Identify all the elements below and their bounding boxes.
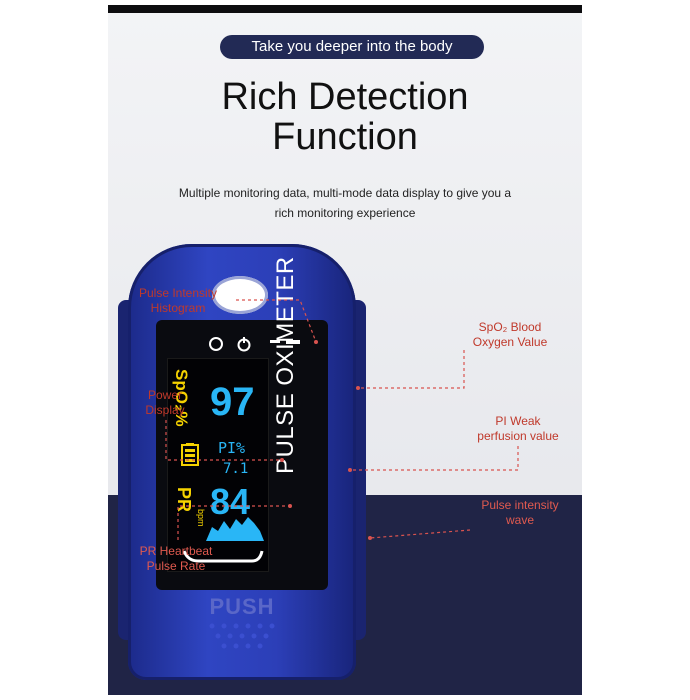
pulse-wave	[206, 517, 264, 541]
battery-icon	[181, 443, 199, 466]
label-line: Oxygen Value	[472, 335, 548, 349]
subtitle: Multiple monitoring data, multi-mode dat…	[148, 183, 542, 223]
subtitle-line-1: Multiple monitoring data, multi-mode dat…	[178, 186, 512, 200]
pi-value: 7.1	[223, 461, 248, 477]
label-line: Histogram	[150, 301, 206, 315]
spo2-label: SpO₂%	[172, 369, 191, 427]
svg-text:SpO₂%: SpO₂%	[172, 369, 191, 427]
oled-screen: SpO₂% 97 PI% 7.1 PR bpm 84	[167, 358, 269, 572]
page-title: Rich Detection Function	[108, 77, 582, 157]
lanyard-hole	[212, 276, 268, 314]
label-line: SpO₂ Blood	[478, 320, 542, 334]
label-pulse-histogram: Pulse Intensity Histogram	[120, 286, 236, 316]
button-grip-dots	[209, 623, 275, 649]
label-spo2: SpO₂ Blood Oxygen Value	[452, 320, 568, 350]
label-line: PI Weak	[495, 414, 541, 428]
label-line: Display	[145, 403, 185, 417]
label-line: Pulse Rate	[146, 559, 206, 573]
title-line-1: Rich Detection	[221, 76, 469, 118]
label-line: wave	[505, 513, 534, 527]
label-pi: PI Weak perfusion value	[460, 414, 576, 444]
push-button[interactable]: PUSH	[209, 594, 275, 619]
label-line: PR Heartbeat	[139, 544, 213, 558]
indicator-icons	[209, 337, 300, 352]
subtitle-line-2: rich monitoring experience	[274, 206, 416, 220]
label-line: Power	[147, 388, 182, 402]
pulse-histogram	[182, 550, 264, 563]
label-line: Pulse Intensity	[138, 286, 218, 300]
pi-label: PI%	[218, 439, 245, 457]
title-line-2: Function	[272, 116, 418, 158]
spo2-value: 97	[210, 380, 255, 424]
sensor-icon	[270, 340, 300, 344]
tagline-pill: Take you deeper into the body	[220, 35, 484, 59]
label-pr: PR Heartbeat Pulse Rate	[118, 544, 234, 574]
svg-text:bpm: bpm	[196, 509, 206, 527]
ring-icon	[209, 337, 223, 351]
label-line: perfusion value	[477, 429, 559, 443]
label-pulse-wave: Pulse intensity wave	[462, 498, 578, 528]
pr-unit: bpm	[196, 509, 206, 527]
top-border	[108, 5, 582, 13]
label-power: Power Display	[120, 388, 210, 418]
label-line: Pulse intensity	[481, 498, 559, 512]
pr-value: 84	[210, 481, 250, 522]
